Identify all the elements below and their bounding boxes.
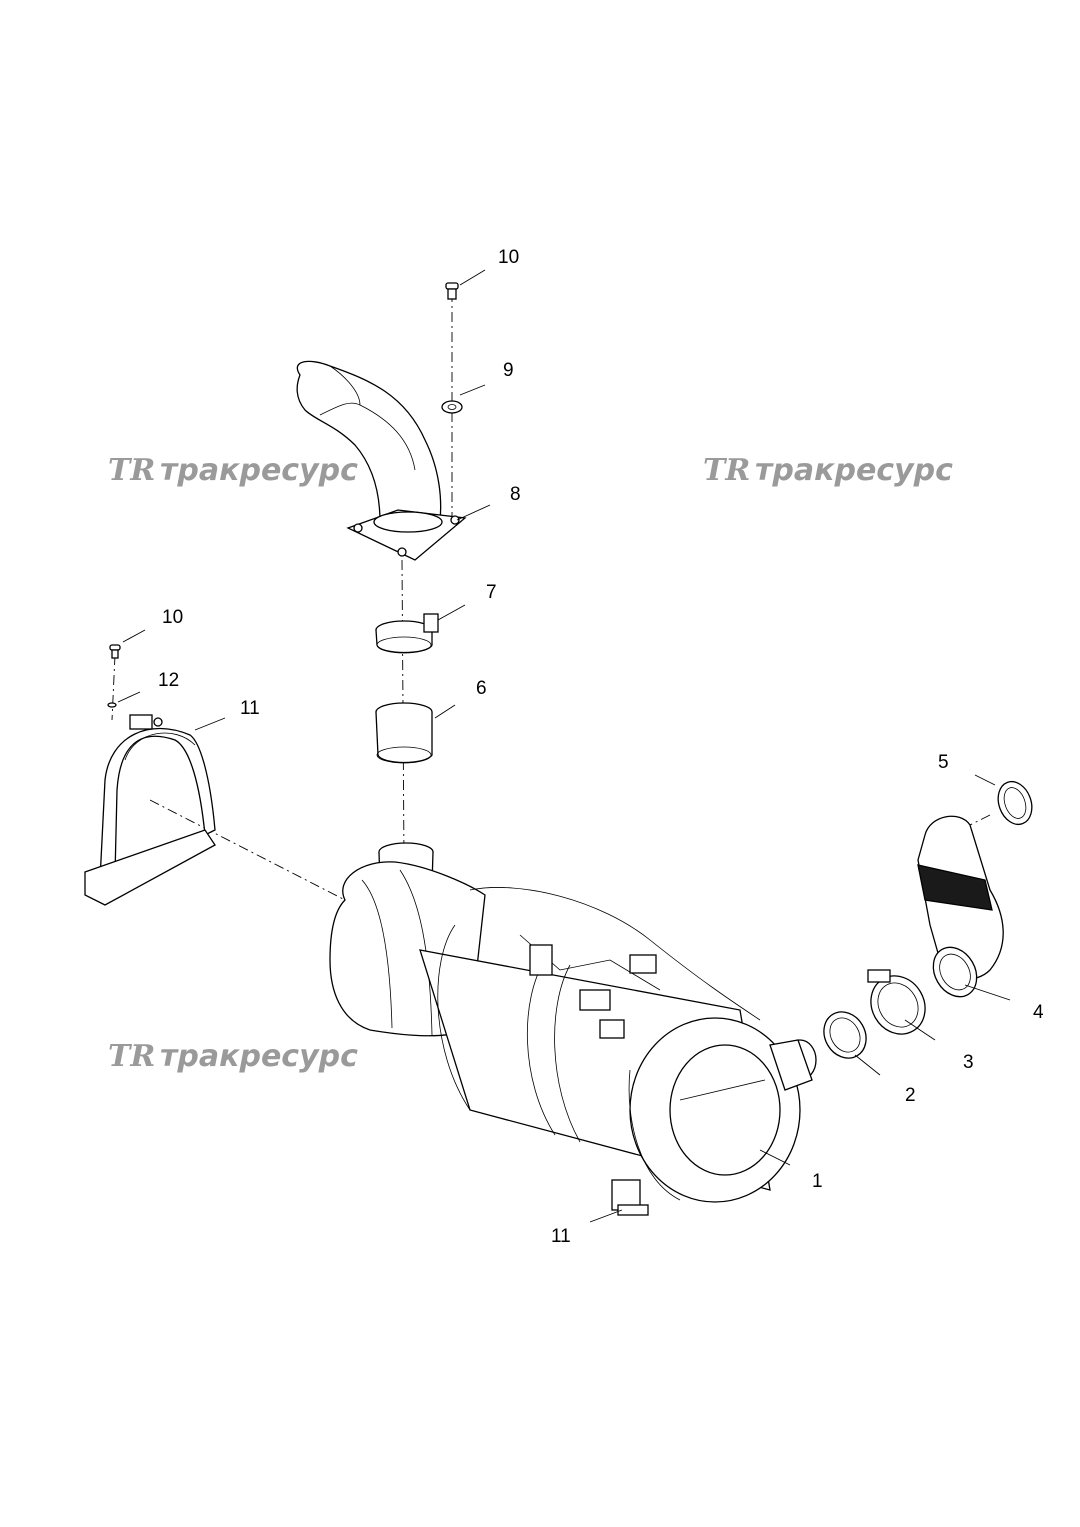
watermark-text: тракресурс xyxy=(160,1039,358,1074)
band-clamp xyxy=(375,613,439,654)
watermark-top-left: TR тракресурс xyxy=(108,453,358,488)
callout-3: 3 xyxy=(963,1052,974,1073)
callout-10-top: 10 xyxy=(498,247,519,268)
callout-11-left: 11 xyxy=(240,698,260,719)
callout-5: 5 xyxy=(938,752,949,773)
watermark-text: тракресурс xyxy=(755,453,953,488)
gasket-ring xyxy=(823,1011,867,1059)
watermark-top-right: TR тракресурс xyxy=(703,453,953,488)
main-exhaust-unit xyxy=(329,842,817,1216)
leader-lines xyxy=(117,269,1011,1223)
callout-9: 9 xyxy=(503,360,514,381)
washer-top xyxy=(441,400,463,414)
callout-2: 2 xyxy=(905,1085,916,1106)
callout-1: 1 xyxy=(812,1171,823,1192)
flexible-hose xyxy=(917,815,1004,998)
callout-8: 8 xyxy=(510,484,521,505)
callout-4: 4 xyxy=(1033,1002,1044,1023)
elbow-pipe xyxy=(296,360,467,561)
callout-labels: 1 2 3 4 5 6 7 8 9 10 10 11 11 12 xyxy=(158,247,1044,1247)
callout-7: 7 xyxy=(486,582,497,603)
watermark-logo: TR xyxy=(108,453,155,488)
sleeve xyxy=(375,702,433,764)
watermark-logo: TR xyxy=(703,453,750,488)
callout-10-left: 10 xyxy=(162,607,183,628)
watermark-text: тракресурс xyxy=(160,453,358,488)
bolt-left xyxy=(109,644,121,659)
watermark-bottom-left: TR тракресурс xyxy=(108,1039,358,1074)
callout-6: 6 xyxy=(476,678,487,699)
assembly-axes xyxy=(111,292,991,901)
pipe-clamp xyxy=(867,969,926,1035)
end-fitting xyxy=(997,780,1033,826)
callout-11-bottom: 11 xyxy=(551,1226,571,1247)
washer-left xyxy=(107,702,117,708)
mounting-bracket-left xyxy=(84,714,216,906)
watermark-logo: TR xyxy=(108,1039,155,1074)
callout-12: 12 xyxy=(158,670,179,691)
bolt-top xyxy=(445,282,459,300)
